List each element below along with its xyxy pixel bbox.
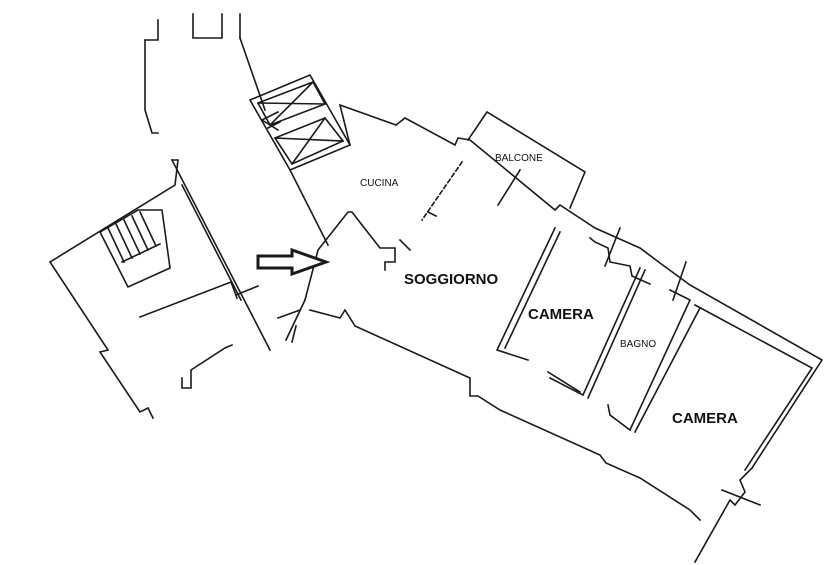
room-label-camera-1: CAMERA xyxy=(528,306,594,323)
opening-marks xyxy=(234,118,762,507)
neighbor-building-walls xyxy=(48,13,272,420)
apartment-outer-walls xyxy=(284,103,824,564)
room-label-bagno: BAGNO xyxy=(620,339,657,350)
room-label-camera-2: CAMERA xyxy=(672,410,738,427)
staircase xyxy=(98,209,171,289)
interior-walls xyxy=(360,223,814,472)
room-label-soggiorno: SOGGIORNO xyxy=(404,271,499,288)
room-label-cucina: CUCINA xyxy=(360,178,399,189)
room-label-balcone: BALCONE xyxy=(495,153,543,164)
balcony xyxy=(466,110,587,210)
ventilation-shafts xyxy=(248,73,352,172)
